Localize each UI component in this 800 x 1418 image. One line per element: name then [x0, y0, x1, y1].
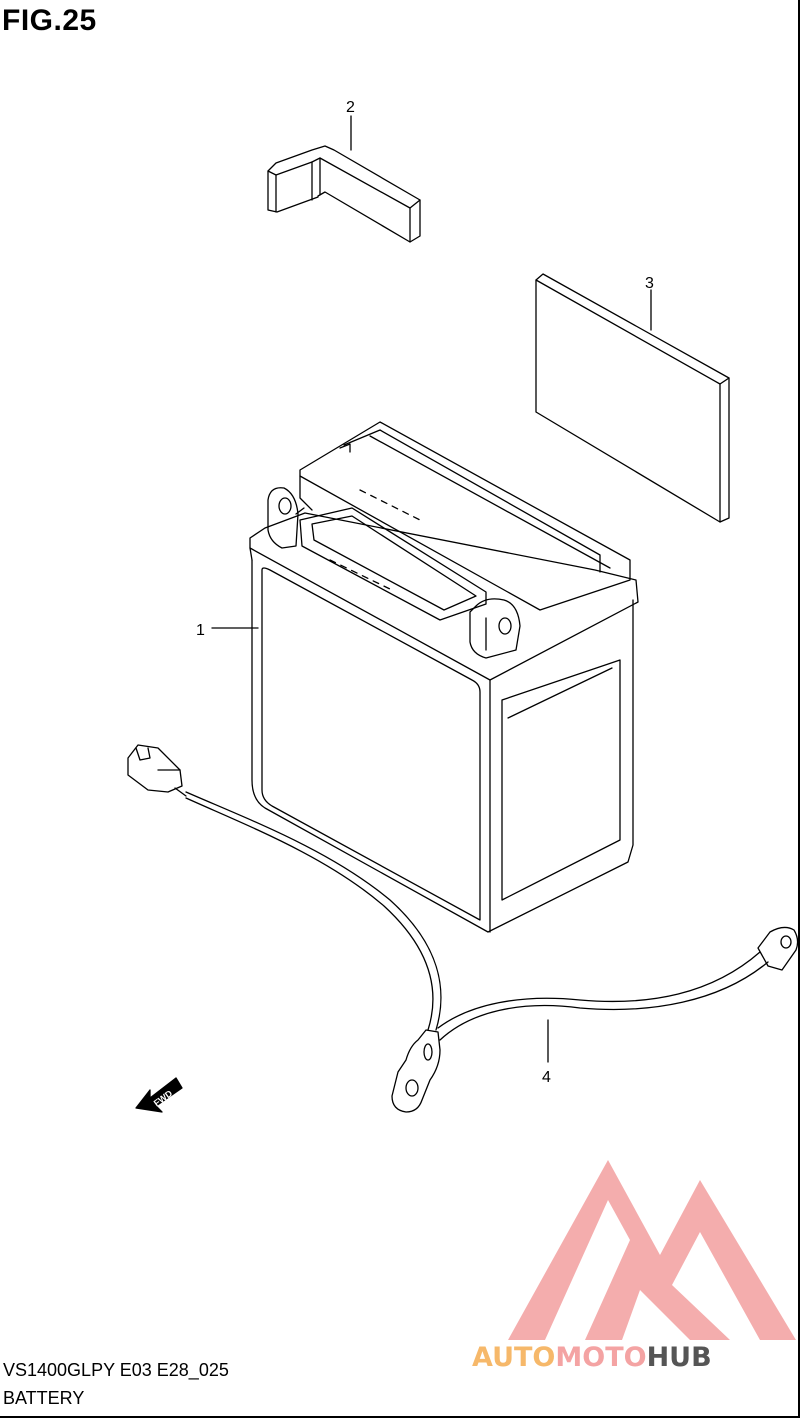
automotohub-logo [508, 1160, 796, 1340]
svg-text:AUTOMOTOHUB: AUTOMOTOHUB [472, 1342, 712, 1373]
callout-3: 3 [645, 275, 654, 292]
part-group-name: BATTERY [3, 1388, 85, 1408]
figure-title: FIG.25 [2, 4, 97, 37]
logo-word-auto: AUTO [472, 1342, 555, 1373]
bracket-part [267, 145, 421, 243]
fwd-arrow-icon: FWD [135, 1077, 183, 1113]
cable-part [127, 744, 799, 1113]
callout-2: 2 [346, 99, 355, 116]
callout-1: 1 [196, 622, 205, 639]
logo-word-moto: MOTO [555, 1342, 646, 1373]
leader-lines [211, 115, 652, 1063]
pad-part [535, 273, 730, 523]
logo-word-hub: HUB [647, 1342, 712, 1373]
battery-part [249, 421, 639, 933]
model-code: VS1400GLPY E03 E28_025 [3, 1360, 229, 1380]
callout-4: 4 [542, 1069, 551, 1086]
